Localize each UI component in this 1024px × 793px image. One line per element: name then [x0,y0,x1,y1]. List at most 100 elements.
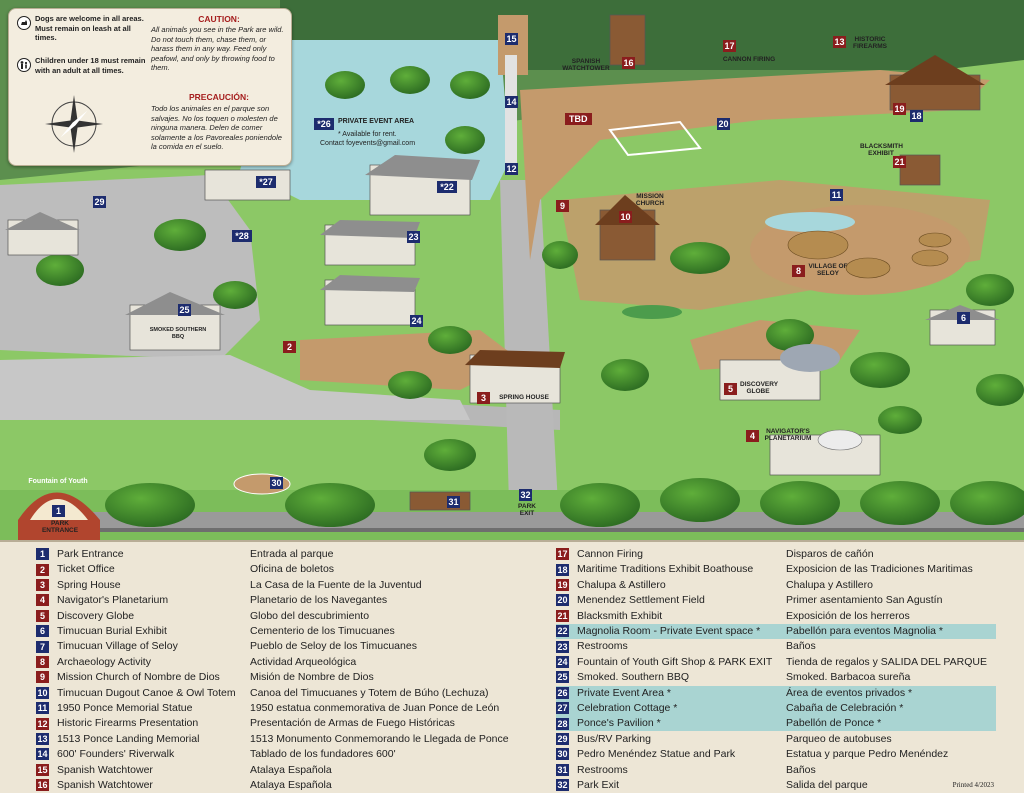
pin-18[interactable]: 18 [910,110,923,122]
legend-english-label: Chalupa & Astillero [577,578,666,591]
legend-english-label: 1513 Ponce Landing Memorial [57,732,200,745]
legend-row: 9 Mission Church of Nombre de Dios Misión … [36,670,460,685]
legend-english-label: Spanish Watchtower [57,763,153,776]
legend-number-badge: 28 [556,717,569,730]
pin-5[interactable]: 5 [724,383,737,395]
legend-row: 20 Menendez Settlement Field Primer asenta… [556,593,996,608]
legend-number-badge: 25 [556,671,569,684]
legend-spanish-label: Misión de Nombre de Dios [250,671,374,684]
pin-20[interactable]: 20 [717,118,730,130]
legend-spanish-label: Actividad Arqueológica [250,655,357,668]
pin-1[interactable]: 1 [52,505,65,517]
legend-english-label: Restrooms [577,640,628,653]
label-historic-firearms: HISTORIC FIREARMS [853,36,887,50]
label-discovery-globe: DISCOVERY GLOBE [740,381,779,395]
pin-10[interactable]: 10 [619,211,632,223]
legend-english-label: Cannon Firing [577,548,643,560]
child-icon [17,58,31,72]
legend-number-badge: 6 [36,625,49,638]
legend-spanish-label: Primer asentamiento San Agustín [786,594,943,607]
legend-number-badge: 19 [556,579,569,592]
legend-number-badge: 26 [556,686,569,699]
legend-number-badge: 8 [36,656,49,669]
legend-spanish-label: Atalaya Española [250,779,332,791]
legend-english-label: Timucuan Burial Exhibit [57,625,167,637]
label-private-event: PRIVATE EVENT AREA [338,118,415,125]
label-spring-house: SPRING HOUSE [499,394,549,401]
pin-22[interactable]: *22 [437,181,457,193]
pin-23[interactable]: 23 [407,231,420,243]
pin-31[interactable]: 31 [447,496,460,508]
legend-number-badge: 12 [36,717,49,730]
legend-spanish-label: Baños [786,640,816,653]
legend-spanish-label: Atalaya Española [250,763,332,776]
legend-spanish-label: 1950 estatua conmemorativa de Juan Ponce… [250,702,500,714]
pin-25[interactable]: 25 [178,304,191,316]
caution-text: All animals you see in the Park are wild… [151,25,284,72]
pin-16[interactable]: 16 [622,57,635,69]
pin-11[interactable]: 11 [830,189,843,201]
legend-number-badge: 29 [556,733,569,746]
pin-15[interactable]: 15 [505,33,518,45]
legend-number-badge: 18 [556,563,569,576]
legend-spanish-label: Salida del parque [786,779,868,791]
legend-spanish-label: Entrada al parque [250,548,334,560]
legend-english-label: Discovery Globe [57,609,135,622]
legend-english-label: Menendez Settlement Field [577,594,705,607]
pin-8[interactable]: 8 [792,265,805,277]
legend-english-label: Restrooms [577,763,628,776]
legend-number-badge: 20 [556,594,569,607]
pin-4[interactable]: 4 [746,430,759,442]
legend-number-badge: 2 [36,563,49,576]
legend-spanish-label: Smoked. Barbacoa sureña [786,671,911,684]
pin-32[interactable]: 32 [519,489,532,501]
pin-29[interactable]: 29 [93,196,106,208]
legend-spanish-label: Presentación de Armas de Fuego Histórica… [250,717,455,730]
children-note: Children under 18 must remain with an ad… [35,56,146,75]
legend-english-label: Mission Church of Nombre de Dios [57,671,220,684]
pin-26[interactable]: *26 [314,118,334,130]
pin-12[interactable]: 12 [505,163,518,175]
legend-english-label: Celebration Cottage * [577,702,678,714]
pin-19[interactable]: 19 [893,103,906,115]
legend-spanish-label: Pabellón para eventos Magnolia * [786,625,944,637]
pin-13[interactable]: 13 [833,36,846,48]
park-map: 1 2 3 4 5 6 8 9 10 11 12 13 14 15 16 17 … [0,0,1024,540]
pin-17[interactable]: 17 [723,40,736,52]
pin-2[interactable]: 2 [283,341,296,353]
legend-english-label: Spanish Watchtower [57,779,153,791]
pin-24[interactable]: 24 [410,315,423,327]
caution-title: CAUTION: [198,14,240,24]
pin-14[interactable]: 14 [505,96,518,108]
label-cannon-firing: CANNON FIRING [722,56,776,63]
pin-30[interactable]: 30 [270,477,283,489]
pin-6[interactable]: 6 [957,312,970,324]
legend-number-badge: 3 [36,579,49,592]
legend-number-badge: 23 [556,640,569,653]
legend-english-label: Timucuan Village of Seloy [57,640,178,653]
label-planetarium: NAVIGATOR'S PLANETARIUM [764,428,812,442]
pin-28[interactable]: *28 [232,230,252,242]
legend-english-label: Navigator's Planetarium [57,594,169,607]
label-blacksmith: BLACKSMITH EXHIBIT [860,143,903,157]
pin-21[interactable]: 21 [893,156,906,168]
legend-number-badge: 21 [556,609,569,622]
legend-spanish-label: La Casa de la Fuente de la Juventud [250,578,422,591]
legend-number-badge: 9 [36,671,49,684]
label-mission-church: MISSION CHURCH [635,193,665,207]
pin-27[interactable]: *27 [256,176,276,188]
legend-english-label: Maritime Traditions Exhibit Boathouse [577,563,754,576]
legend-spanish-label: Globo del descubrimiento [250,609,370,622]
pin-9[interactable]: 9 [556,200,569,212]
pin-3[interactable]: 3 [477,392,490,404]
legend-spanish-label: Planetario de los Navegantes [250,594,388,607]
